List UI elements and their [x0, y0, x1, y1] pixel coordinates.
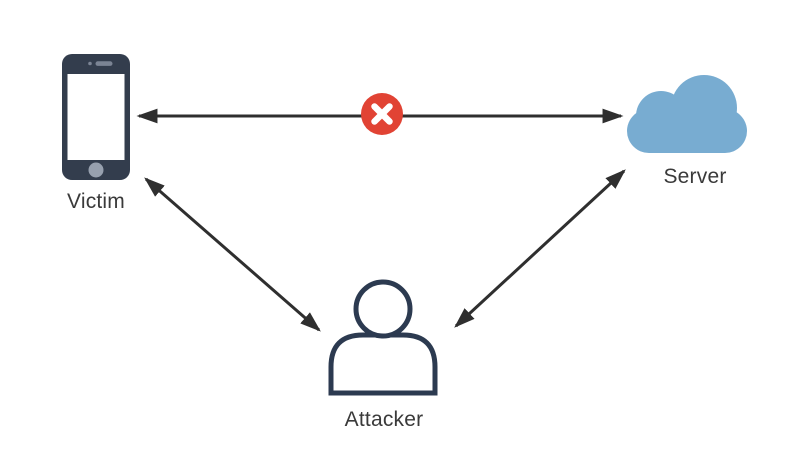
arrow-victim-attacker [144, 177, 321, 332]
x-circle-icon [361, 93, 403, 135]
person-body [328, 332, 438, 396]
cloud-icon [627, 75, 747, 153]
phone-home-button [88, 162, 104, 178]
person-icon [328, 279, 438, 396]
phone-camera-dot [88, 61, 92, 66]
attacker-label: Attacker [344, 408, 424, 431]
phone-speaker [95, 61, 113, 66]
person-head [353, 279, 413, 339]
smartphone-icon [62, 54, 130, 180]
victim-label: Victim [67, 190, 125, 213]
server-label: Server [663, 165, 727, 188]
phone-screen [67, 74, 125, 160]
arrow-server-attacker [454, 169, 626, 328]
badge-x-glyph [371, 103, 393, 125]
